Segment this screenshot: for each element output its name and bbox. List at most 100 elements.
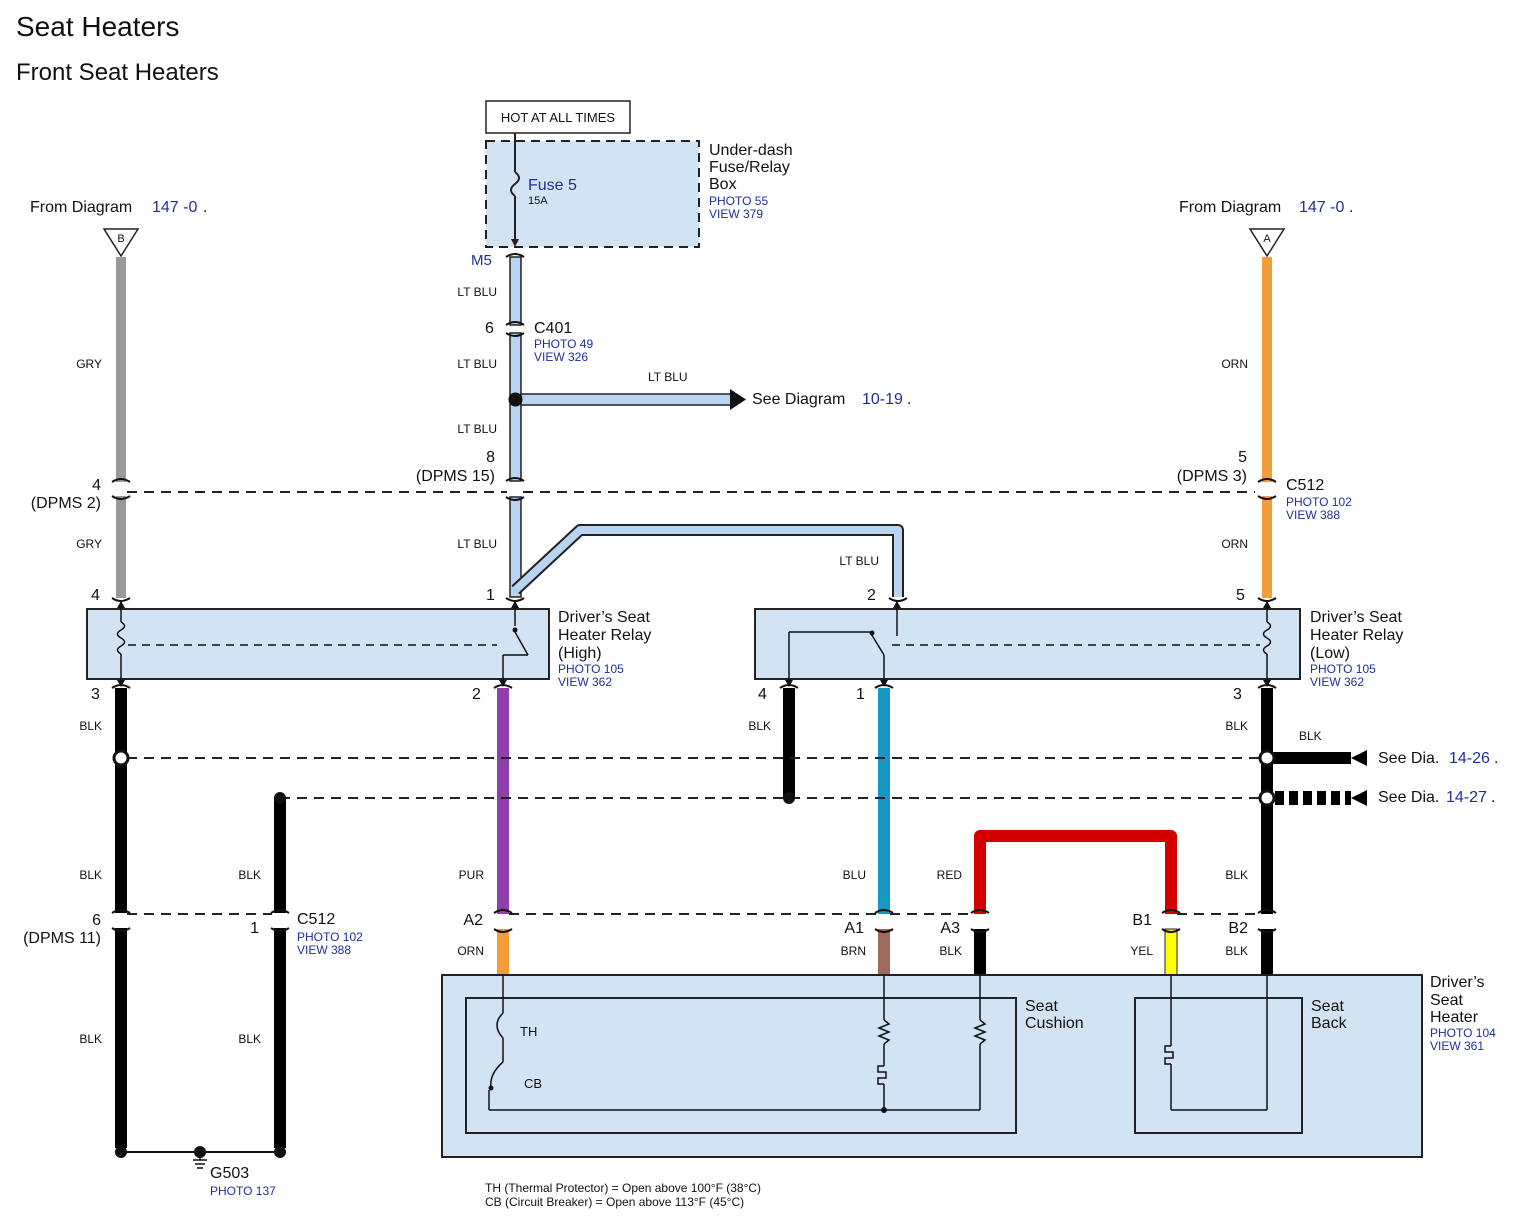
relay-high-arrow-3 [511, 601, 519, 608]
c401-pin: 6 [485, 320, 494, 337]
see-dia-2-dot: . [1491, 789, 1495, 806]
relay-low-pin-5: 5 [1236, 587, 1245, 604]
wire-blk-c512-lower [274, 928, 286, 1148]
label-blk-1: BLK [79, 719, 102, 733]
see-dia-1-dot: . [1494, 750, 1498, 767]
cb-contact [488, 1085, 494, 1091]
seat-heater-name-3: Heater [1430, 1009, 1479, 1026]
pin-a3: A3 [940, 920, 960, 937]
from-diagram-right-text: From Diagram [1179, 199, 1281, 216]
splice-c512-ground [274, 792, 286, 804]
label-blk-2: BLK [748, 719, 771, 733]
relay-high-view: VIEW 362 [558, 675, 612, 689]
relay-low-name-3: (Low) [1310, 645, 1350, 662]
label-brn: BRN [841, 944, 866, 958]
ground-photo: PHOTO 137 [210, 1184, 276, 1198]
fuse-box-name-3: Box [709, 176, 737, 193]
label-blk-b2: BLK [1225, 944, 1248, 958]
label-gry-2: GRY [76, 537, 102, 551]
see-dia-1-text: See Dia. [1378, 750, 1439, 767]
pin-b1: B1 [1132, 912, 1152, 929]
wire-pur [497, 688, 509, 914]
label-ltblu-2: LT BLU [457, 357, 497, 371]
wire-ltblu-m5-c401 [509, 256, 522, 326]
wire-blk-left-upper [115, 688, 127, 913]
wire-yel-b1 [1164, 928, 1178, 976]
label-red: RED [937, 868, 963, 882]
label-blk-4: BLK [79, 868, 102, 882]
relay-low-arrow-5 [1263, 680, 1271, 687]
wire-blu [878, 688, 890, 914]
relay-low-contact [869, 630, 875, 636]
dpms-row1-right-pin: 5 [1238, 449, 1247, 466]
dpms-row2-left-pin: 6 [92, 912, 101, 929]
wire-ltblu-to-relay-high [509, 496, 522, 598]
ground-icon [193, 1152, 207, 1169]
splice-ltblu [508, 392, 523, 407]
splice-relay-low-pin4 [783, 792, 795, 804]
fuse-name: Fuse 5 [528, 177, 577, 194]
from-diagram-right-ref[interactable]: 147 -0 [1299, 199, 1344, 216]
relay-high-contact [512, 627, 518, 633]
label-blu: BLU [843, 868, 866, 882]
relay-low-pin-1: 1 [856, 686, 865, 703]
seat-back-label-1: Seat [1311, 998, 1344, 1015]
seat-back-box [1134, 997, 1303, 1134]
c512-row1-name: C512 [1286, 477, 1324, 494]
relay-high-arrow-1 [117, 601, 125, 608]
dpms-row2-pin-1: 1 [250, 920, 259, 937]
relay-high-name-3: (High) [558, 645, 602, 662]
dpms-row1-right-dpms: (DPMS 3) [1177, 468, 1247, 485]
seat-heater-view: VIEW 361 [1430, 1039, 1484, 1053]
splice-left-1 [112, 749, 130, 767]
relay-low-arrow-2 [785, 680, 793, 687]
see-dia-1-arrow [1351, 750, 1367, 766]
wire-ltblu-jumper [512, 526, 902, 597]
see-diagram-ref[interactable]: 10-19 [862, 391, 903, 408]
label-yel: YEL [1130, 944, 1153, 958]
c512-row2-view: VIEW 388 [297, 943, 351, 957]
relay-high-photo: PHOTO 105 [558, 662, 624, 676]
see-dia-2-ref[interactable]: 14-27 [1446, 789, 1487, 806]
label-blk-5: BLK [238, 868, 261, 882]
label-orn-2: ORN [1221, 537, 1248, 551]
seat-back-label-2: Back [1311, 1015, 1348, 1032]
label-blk-8: BLK [238, 1032, 261, 1046]
relay-low-arrow-1 [893, 601, 901, 608]
pin-a2: A2 [463, 912, 483, 929]
wire-orn-lower [1262, 496, 1272, 598]
wire-blk-a3 [974, 929, 986, 975]
fuse-arrow [511, 239, 519, 247]
relay-high-name-1: Driver’s Seat [558, 609, 650, 626]
label-ltblu-4: LT BLU [457, 537, 497, 551]
relay-high-box [86, 608, 550, 680]
seat-heater-name-1: Driver’s [1430, 974, 1485, 991]
th-label: TH [520, 1024, 537, 1039]
fuse-symbol [510, 171, 520, 197]
label-blk-a3: BLK [939, 944, 962, 958]
label-gry-1: GRY [76, 357, 102, 371]
see-dia-2-arrow [1351, 790, 1367, 806]
seat-heater-box [441, 974, 1423, 1158]
see-dia-1-ref[interactable]: 14-26 [1449, 750, 1490, 767]
fuse-rating: 15A [528, 195, 548, 207]
from-diagram-left-ref[interactable]: 147 -0 [152, 199, 197, 216]
c512-row2-name: C512 [297, 911, 335, 928]
pin-a1: A1 [844, 920, 864, 937]
pin-b2: B2 [1228, 920, 1248, 937]
c401-name: C401 [534, 320, 572, 337]
relay-high-name-2: Heater Relay [558, 627, 651, 644]
seat-heater-photo: PHOTO 104 [1430, 1026, 1496, 1040]
fuse-relay-box [485, 140, 700, 248]
relay-low-box [754, 608, 1301, 680]
relay-high-pin-2: 2 [472, 686, 481, 703]
label-blk-see-dia: BLK [1299, 729, 1322, 743]
see-diagram-dot: . [907, 391, 911, 408]
dpms-row1-left-pin: 4 [92, 477, 101, 494]
relay-low-pin-2: 2 [867, 587, 876, 604]
ground-splice-right [274, 1146, 286, 1158]
from-diagram-left-marker [102, 228, 140, 258]
seat-heater-name-2: Seat [1430, 992, 1463, 1009]
relay-low-name-2: Heater Relay [1310, 627, 1403, 644]
